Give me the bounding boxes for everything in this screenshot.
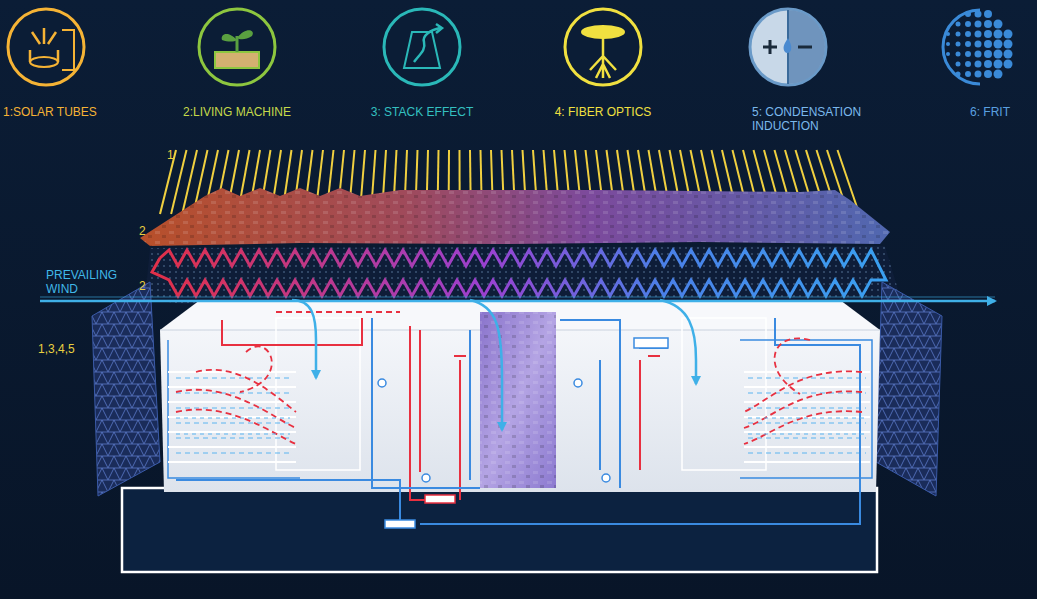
callout-number: 1,3,4,5 [38,342,75,356]
radiant-pipe-layer [145,246,900,304]
icon-stack-effect [384,9,460,85]
icon-condensation [750,9,826,85]
wind-arrow [40,300,995,303]
icon-caption: 3: STACK EFFECT [371,105,473,119]
frit-panel [92,282,160,496]
frit-panel [876,282,942,496]
layer-number: 2 [139,279,146,293]
building [122,300,880,572]
icon-living-machine [199,9,275,85]
icon-caption: 2:LIVING MACHINE [183,105,291,119]
layer-number: 2 [139,224,146,238]
icon-frit [943,10,1013,84]
wind-arrow [40,297,995,298]
icon-caption: 1:SOLAR TUBES [3,105,97,119]
wind-label: PREVAILING WIND [46,268,136,296]
icon-fiber-optics [565,9,641,85]
icon-caption: 5: CONDENSATION INDUCTION [752,105,864,133]
layer-number: 1 [167,148,174,162]
icon-caption: 4: FIBER OPTICS [555,105,652,119]
icon-solar-tubes [8,9,84,85]
icon-caption: 6: FRIT [970,105,1010,119]
living-machine-layer [140,188,890,246]
